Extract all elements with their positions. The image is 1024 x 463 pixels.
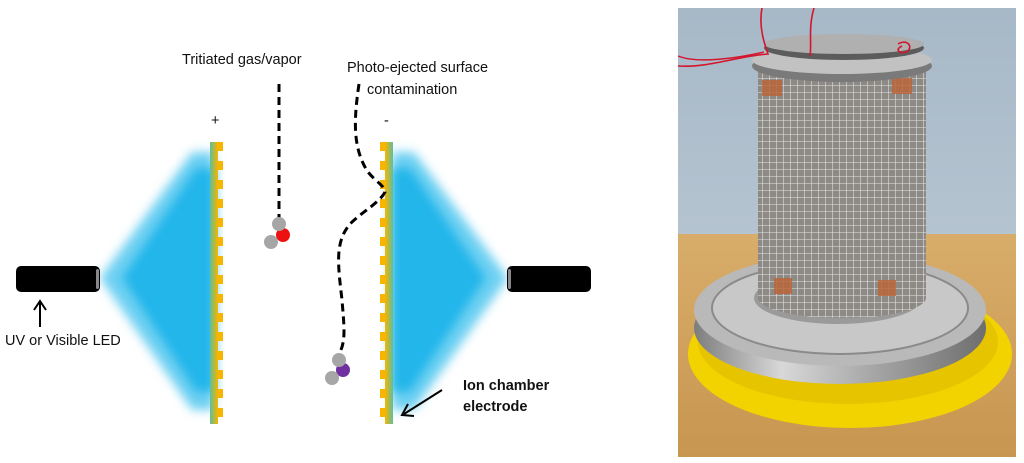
- label-minus: -: [384, 113, 389, 129]
- label-tritiated-gas: Tritiated gas/vapor: [182, 52, 302, 68]
- electrode-tooth: [380, 351, 386, 360]
- electrode-tooth: [380, 180, 386, 189]
- electrode-tooth: [217, 218, 223, 227]
- electrode-tooth: [217, 180, 223, 189]
- electrode-tooth: [217, 389, 223, 398]
- electrode-tooth: [217, 370, 223, 379]
- electrode-tooth: [380, 294, 386, 303]
- electrode-tooth: [380, 256, 386, 265]
- electrode-tooth: [217, 161, 223, 170]
- electrode-tooth: [380, 408, 386, 417]
- electrode-tooth: [380, 313, 386, 322]
- molecule-icon: [325, 353, 350, 385]
- electrode-tooth: [380, 199, 386, 208]
- label-plus: +: [211, 113, 220, 129]
- electrode-tooth: [380, 142, 386, 151]
- apparatus-photo: [678, 8, 1016, 457]
- arrow-icon: [400, 389, 443, 417]
- electrode-tooth: [217, 199, 223, 208]
- electrode-tooth: [380, 218, 386, 227]
- electrode-tooth: [380, 275, 386, 284]
- electrode-tooth: [380, 332, 386, 341]
- label-electrode: electrode: [463, 399, 528, 415]
- electrode-tooth: [217, 256, 223, 265]
- electrode-tooth: [217, 294, 223, 303]
- electrode-tooth: [217, 142, 223, 151]
- light-cone-left: [100, 152, 214, 410]
- ion-chamber-diagram: [16, 83, 591, 424]
- electrode-negative: [380, 142, 393, 424]
- electrode-tooth: [380, 161, 386, 170]
- label-photo-ejected: Photo-ejected surface: [347, 60, 489, 76]
- red-wire: [678, 8, 770, 68]
- electrode-tooth: [380, 370, 386, 379]
- electrode-tooth: [217, 408, 223, 417]
- electrode-tooth: [217, 275, 223, 284]
- electrode-positive: [210, 142, 223, 424]
- electrode-tooth: [217, 313, 223, 322]
- light-cone-right: [392, 152, 508, 410]
- electrode-tooth: [380, 237, 386, 246]
- electrode-tooth: [380, 389, 386, 398]
- label-ion-chamber: Ion chamber: [463, 378, 550, 394]
- label-led: UV or Visible LED: [5, 333, 121, 349]
- ejection-trajectory: [337, 83, 387, 353]
- electrode-tooth: [217, 332, 223, 341]
- electrode-tooth: [217, 237, 223, 246]
- wire-mesh: [758, 68, 926, 298]
- arrow-up-icon: [33, 299, 47, 327]
- led-icon: [507, 266, 591, 292]
- label-contamination: contamination: [367, 82, 458, 98]
- molecule-icon: [264, 217, 290, 249]
- led-icon: [16, 266, 100, 292]
- electrode-tooth: [217, 351, 223, 360]
